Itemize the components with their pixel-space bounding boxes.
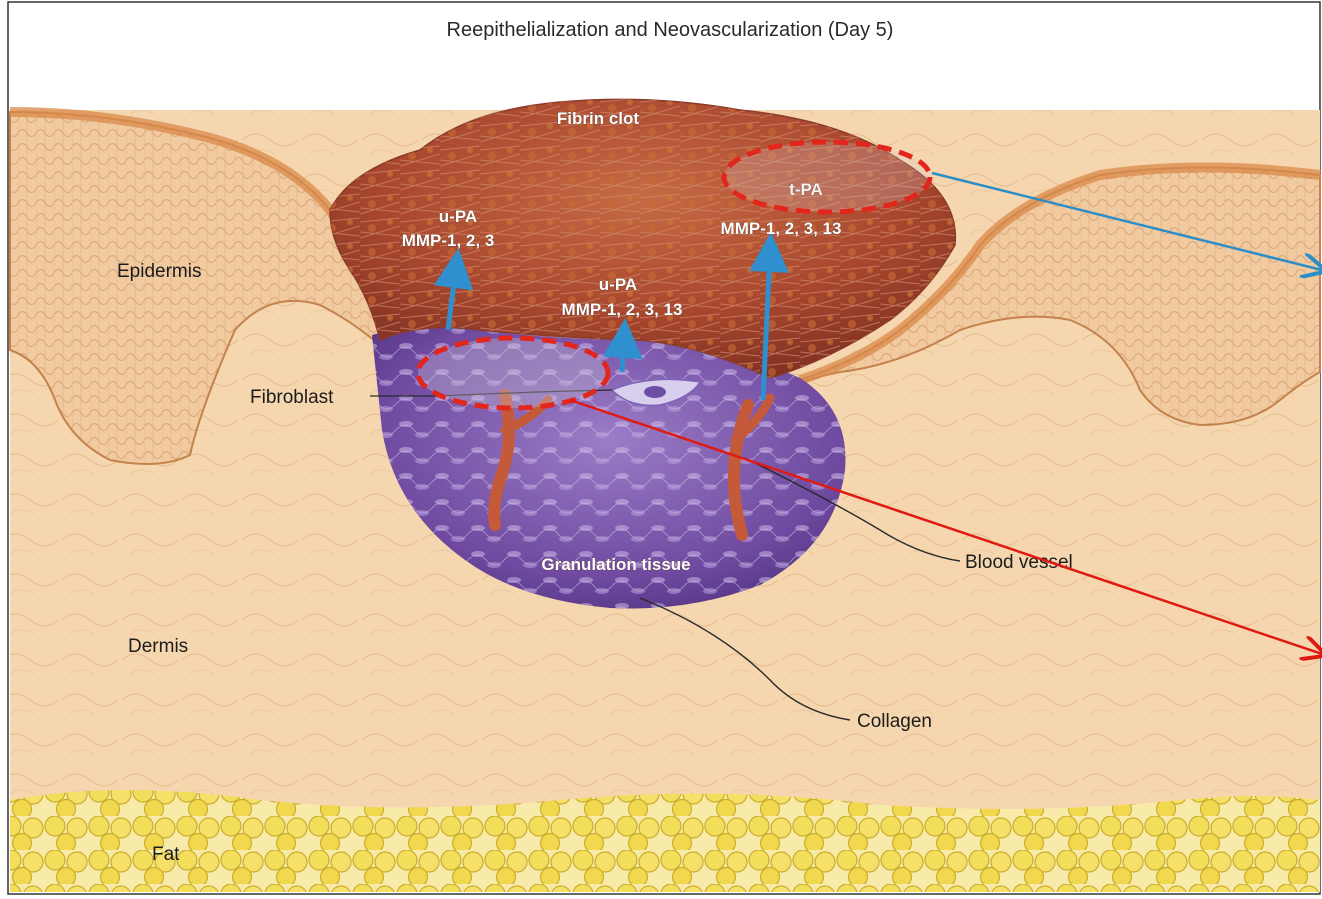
label-mmp-center: MMP-1, 2, 3, 13 [562, 300, 683, 319]
label-epidermis: Epidermis [117, 261, 201, 282]
label-blood-vessel: Blood vessel [965, 552, 1073, 573]
label-mmp-left: MMP-1, 2, 3 [402, 231, 495, 250]
label-fat: Fat [152, 844, 180, 865]
label-fibroblast: Fibroblast [250, 387, 334, 408]
highlight-ellipse-tpa [724, 142, 930, 212]
label-granulation-tissue: Granulation tissue [541, 555, 690, 574]
highlight-ellipse-fibroblast [418, 338, 608, 408]
label-mmp-right: MMP-1, 2, 3, 13 [721, 219, 842, 238]
label-upa-center: u-PA [599, 275, 637, 294]
label-fibrin-clot: Fibrin clot [557, 109, 640, 128]
arrow-up-center [622, 338, 624, 372]
label-collagen: Collagen [857, 711, 932, 732]
label-upa-left: u-PA [439, 207, 477, 226]
fat-layer [10, 790, 1320, 892]
label-dermis: Dermis [128, 636, 188, 657]
figure-title: Reepithelialization and Neovascularizati… [447, 19, 894, 41]
fibroblast-nucleus [644, 386, 666, 398]
